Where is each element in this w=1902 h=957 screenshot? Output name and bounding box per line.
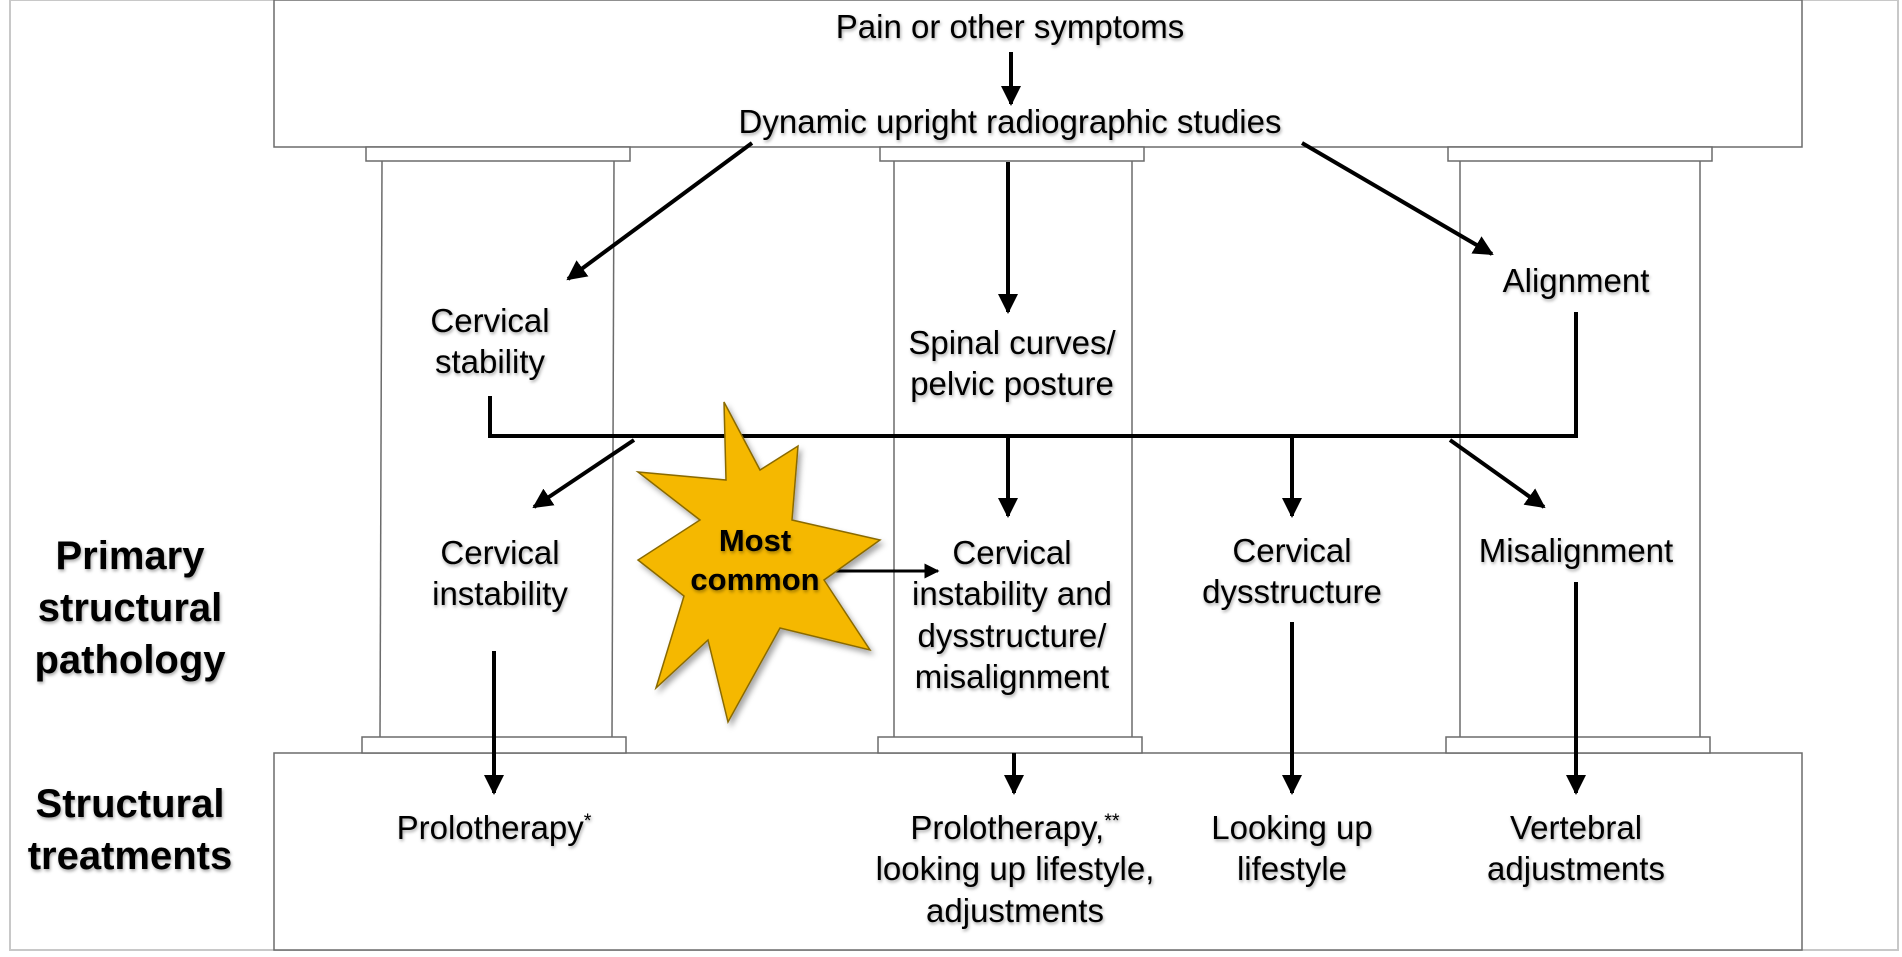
prolo-combo-line3: adjustments (926, 891, 1104, 929)
bottom-box (273, 752, 1803, 951)
structural-line1: Structural (35, 782, 225, 826)
column-middle (877, 146, 1145, 754)
structural-treatments-label: Structural treatments (20, 778, 240, 882)
prolo-combo-line2: looking up lifestyle, (875, 850, 1155, 888)
primary-line3: pathology (34, 638, 226, 682)
combined-line3: dysstructure/ (917, 616, 1107, 654)
vertebral-line2: adjustments (1487, 850, 1665, 888)
combined-label: Cervical instability and dysstructure/ m… (878, 532, 1146, 697)
arrow-studies-to-alignment (1300, 141, 1494, 256)
primary-structural-pathology-label: Primary structural pathology (20, 530, 240, 686)
arrow-studies-to-stability (566, 141, 754, 281)
arrow-bus-to-misalignment (1448, 438, 1546, 509)
primary-line1: Primary (55, 534, 205, 578)
vertebral-label: Vertebral adjustments (1450, 807, 1702, 890)
burst-line2: common (690, 561, 820, 597)
dysstructure-line2: dysstructure (1202, 573, 1382, 611)
most-common-burst (635, 401, 882, 725)
connector-bus (488, 312, 1578, 438)
primary-line2: structural (37, 586, 223, 630)
combined-line2: instability and (912, 575, 1112, 613)
most-common-label: Most common (670, 522, 840, 600)
prolotherapy-text: Prolotherapy (396, 809, 584, 846)
misalignment-label: Misalignment (1478, 532, 1674, 569)
instability-line1: Cervical (440, 534, 560, 571)
curves-line2: pelvic posture (910, 365, 1114, 403)
lookingup-line1: Looking up (1211, 809, 1373, 846)
symptoms-label: Pain or other symptoms (835, 8, 1185, 45)
lookingup-line2: lifestyle (1236, 850, 1348, 888)
vertebral-line1: Vertebral (1509, 809, 1643, 846)
column-right (1445, 146, 1713, 754)
lookingup-label: Looking up lifestyle (1170, 807, 1414, 890)
burst-line1: Most (718, 523, 792, 558)
stability-line2: stability (434, 343, 546, 381)
prolotherapy-label: Prolotherapy* (354, 807, 634, 848)
studies-label: Dynamic upright radiographic studies (738, 103, 1282, 140)
stability-label: Cervical stability (380, 300, 600, 383)
arrow-bus-to-instability (532, 438, 636, 509)
instability-line2: instability (432, 575, 568, 613)
column-left (361, 146, 631, 754)
prolotherapy-footnote-mark: * (583, 810, 592, 832)
structural-line2: treatments (27, 834, 233, 878)
prolo-combo-line1: Prolotherapy, (910, 809, 1105, 846)
curves-label: Spinal curves/ pelvic posture (878, 322, 1146, 405)
prolo-combo-footnote-mark: ** (1104, 810, 1120, 832)
combined-line4: misalignment (914, 657, 1110, 695)
dysstructure-line1: Cervical (1232, 532, 1352, 569)
prolotherapy-combo-label: Prolotherapy,** looking up lifestyle, ad… (850, 807, 1180, 931)
stability-line1: Cervical (430, 302, 550, 339)
combined-line1: Cervical (952, 534, 1072, 571)
dysstructure-label: Cervical dysstructure (1162, 530, 1422, 613)
alignment-label: Alignment (1502, 262, 1650, 299)
curves-line1: Spinal curves/ (908, 324, 1116, 361)
top-box (273, 0, 1803, 148)
instability-label: Cervical instability (384, 532, 616, 615)
